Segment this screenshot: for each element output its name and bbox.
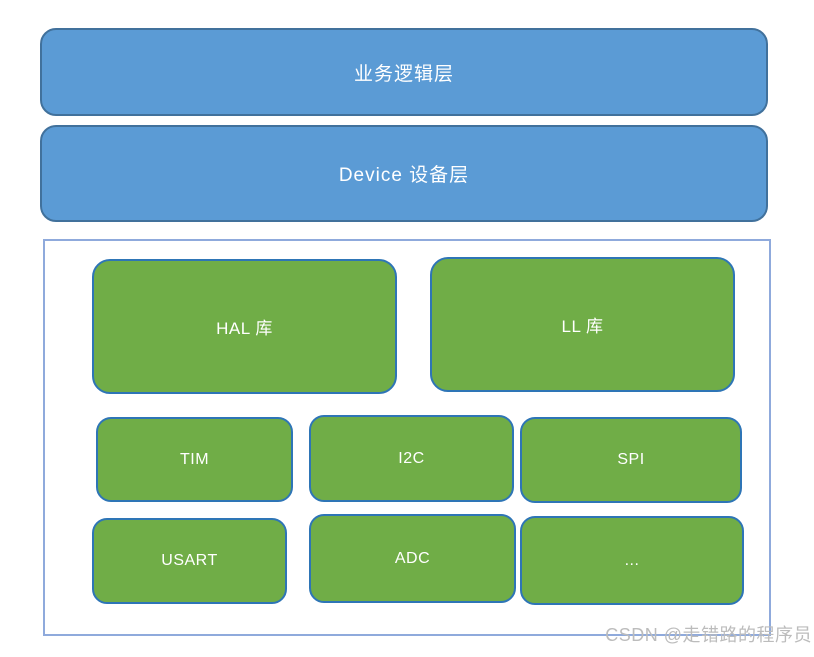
layer-device: Device 设备层 [40,125,768,222]
box-ll-library: LL 库 [430,257,735,392]
box-peripheral-adc: ADC [309,514,516,603]
csdn-watermark: CSDN @走错路的程序员 [605,625,812,645]
box-peripheral-more: ... [520,516,744,605]
box-peripheral-usart: USART [92,518,287,604]
box-peripheral-tim-label: TIM [179,450,210,468]
box-peripheral-more-label: ... [624,551,640,569]
box-peripheral-i2c-label: I2C [398,449,425,467]
box-ll-library-label: LL 库 [561,317,604,336]
layer-business-logic-label: 业务逻辑层 [353,63,454,85]
box-peripheral-adc-label: ADC [394,549,431,567]
box-hal-library: HAL 库 [92,259,397,394]
box-peripheral-tim: TIM [96,417,293,502]
driver-layer-container: HAL 库 LL 库 TIM I2C SPI USART ADC ... [43,239,771,636]
box-peripheral-spi: SPI [520,417,742,503]
box-hal-library-label: HAL 库 [216,319,273,338]
layer-device-label: Device 设备层 [338,165,470,186]
box-peripheral-usart-label: USART [161,552,218,569]
layer-business-logic: 业务逻辑层 [40,28,768,116]
box-peripheral-i2c: I2C [309,415,514,502]
box-peripheral-spi-label: SPI [617,451,645,468]
